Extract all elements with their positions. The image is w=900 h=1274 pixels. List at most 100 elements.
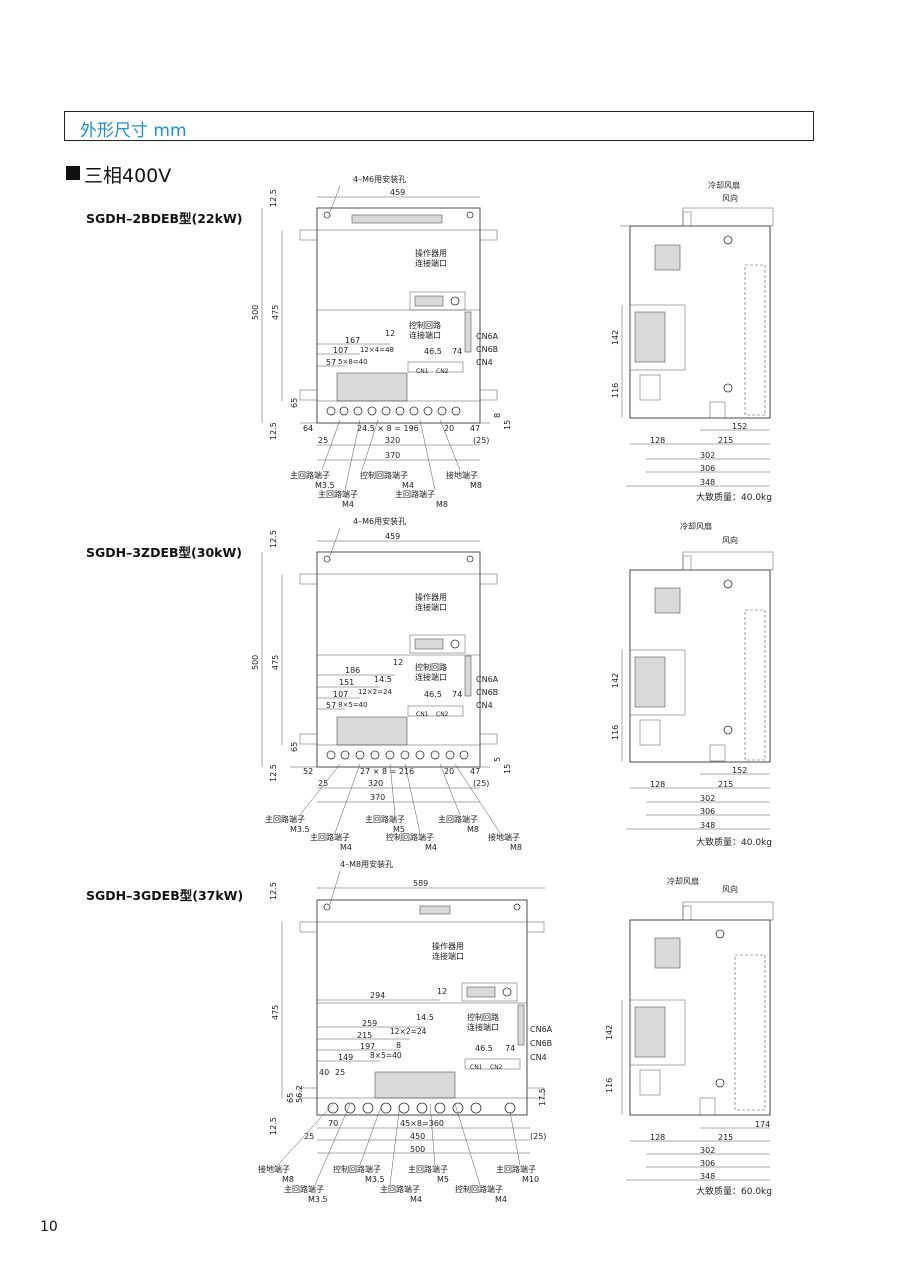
svg-text:348: 348	[700, 1172, 715, 1181]
svg-text:主回路端子: 主回路端子	[318, 489, 358, 499]
svg-text:冷却风扇: 冷却风扇	[680, 521, 712, 531]
svg-text:197: 197	[360, 1042, 375, 1051]
section-title: 三相400V	[84, 165, 172, 187]
svg-text:15: 15	[503, 420, 512, 430]
svg-text:25: 25	[318, 436, 328, 445]
svg-text:M8: M8	[282, 1175, 294, 1184]
svg-text:5: 5	[493, 757, 502, 762]
svg-text:370: 370	[385, 451, 400, 460]
svg-text:主回路端子: 主回路端子	[290, 470, 330, 480]
svg-text:CN6A: CN6A	[530, 1025, 553, 1034]
svg-text:14.5: 14.5	[416, 1013, 434, 1022]
svg-text:操作器用: 操作器用	[415, 592, 447, 602]
svg-text:控制回路端子: 控制回路端子	[360, 470, 408, 480]
svg-text:215: 215	[718, 436, 733, 445]
svg-text:大致质量：40.0kg: 大致质量：40.0kg	[696, 836, 772, 848]
svg-text:CN6A: CN6A	[476, 675, 499, 684]
svg-text:M4: M4	[402, 481, 414, 490]
svg-text:152: 152	[732, 422, 747, 431]
svg-text:45×8=360: 45×8=360	[400, 1119, 444, 1128]
svg-text:CN4: CN4	[476, 701, 493, 710]
svg-text:215: 215	[357, 1031, 372, 1040]
svg-text:74: 74	[452, 347, 462, 356]
svg-text:128: 128	[650, 780, 665, 789]
svg-text:302: 302	[700, 794, 715, 803]
front-view-2: 459 4–M6用安装孔 500 475 12.5 65 12.5 操作器用 连…	[251, 516, 522, 852]
svg-text:(25): (25)	[473, 436, 489, 445]
svg-text:主回路端子: 主回路端子	[265, 814, 305, 824]
svg-text:控制回路端子: 控制回路端子	[386, 832, 434, 842]
svg-text:CN2: CN2	[490, 1064, 503, 1071]
svg-text:57: 57	[326, 358, 336, 367]
svg-text:24.5 × 8 = 196: 24.5 × 8 = 196	[357, 424, 419, 433]
svg-text:12×4=48: 12×4=48	[360, 346, 394, 354]
svg-text:CN1: CN1	[470, 1064, 483, 1071]
svg-text:459: 459	[390, 188, 405, 197]
svg-text:4–M8用安装孔: 4–M8用安装孔	[340, 859, 393, 869]
svg-text:589: 589	[413, 879, 428, 888]
svg-text:操作器用: 操作器用	[415, 248, 447, 258]
svg-text:主回路端子: 主回路端子	[395, 489, 435, 499]
svg-text:294: 294	[370, 991, 385, 1000]
svg-text:57: 57	[326, 701, 336, 710]
svg-text:12: 12	[437, 987, 447, 996]
svg-text:CN6B: CN6B	[530, 1039, 552, 1048]
svg-text:M3.5: M3.5	[290, 825, 310, 834]
svg-text:12: 12	[385, 329, 395, 338]
svg-text:控制回路: 控制回路	[467, 1012, 499, 1022]
svg-text:主回路端子: 主回路端子	[284, 1184, 324, 1194]
svg-text:14.5: 14.5	[374, 675, 392, 684]
svg-text:12.5: 12.5	[269, 422, 278, 440]
svg-text:控制回路端子: 控制回路端子	[333, 1164, 381, 1174]
svg-text:M3.5: M3.5	[315, 481, 335, 490]
svg-text:12×2=24: 12×2=24	[358, 688, 393, 696]
svg-text:CN4: CN4	[530, 1053, 547, 1062]
page-number: 10	[40, 1219, 58, 1235]
svg-text:CN4: CN4	[476, 358, 493, 367]
svg-text:12: 12	[393, 658, 403, 667]
svg-text:186: 186	[345, 666, 360, 675]
svg-text:20: 20	[444, 424, 454, 433]
svg-text:56.2: 56.2	[295, 1085, 304, 1103]
svg-text:370: 370	[370, 793, 385, 802]
svg-text:320: 320	[368, 779, 383, 788]
svg-text:连接端口: 连接端口	[467, 1022, 499, 1032]
svg-text:302: 302	[700, 1146, 715, 1155]
svg-text:46.5: 46.5	[424, 690, 442, 699]
svg-text:47: 47	[470, 767, 480, 776]
svg-text:M4: M4	[410, 1195, 422, 1204]
svg-text:M4: M4	[342, 500, 354, 509]
svg-text:主回路端子: 主回路端子	[365, 814, 405, 824]
svg-text:主回路端子: 主回路端子	[310, 832, 350, 842]
svg-text:主回路端子: 主回路端子	[438, 814, 478, 824]
svg-text:大致质量：60.0kg: 大致质量：60.0kg	[696, 1185, 772, 1197]
svg-text:64: 64	[303, 424, 313, 433]
svg-text:大致质量：40.0kg: 大致质量：40.0kg	[696, 491, 772, 503]
svg-text:47: 47	[470, 424, 480, 433]
svg-text:(25): (25)	[473, 779, 489, 788]
svg-text:40: 40	[319, 1068, 329, 1077]
svg-text:CN6A: CN6A	[476, 332, 499, 341]
model-name-2: SGDH–3ZDEB型(30kW)	[86, 545, 242, 560]
svg-text:25: 25	[304, 1132, 314, 1141]
svg-text:149: 149	[338, 1053, 353, 1062]
svg-text:连接端口: 连接端口	[432, 951, 464, 961]
svg-text:M8: M8	[467, 825, 479, 834]
svg-text:306: 306	[700, 1159, 715, 1168]
svg-text:CN1: CN1	[416, 368, 429, 375]
svg-text:65: 65	[290, 742, 299, 752]
svg-text:116: 116	[611, 725, 620, 740]
svg-text:接地端子: 接地端子	[488, 832, 520, 842]
svg-text:74: 74	[452, 690, 462, 699]
side-view-2: 冷却风扇 风向 142 116 152 128 215 302 306 348 …	[611, 521, 774, 848]
svg-text:M10: M10	[522, 1175, 539, 1184]
svg-text:风向: 风向	[722, 884, 738, 894]
svg-text:20: 20	[444, 767, 454, 776]
svg-text:连接端口: 连接端口	[415, 602, 447, 612]
model-name-3: SGDH–3GDEB型(37kW)	[86, 888, 244, 903]
svg-text:冷却风扇: 冷却风扇	[667, 876, 699, 886]
svg-text:CN6B: CN6B	[476, 688, 498, 697]
svg-text:CN6B: CN6B	[476, 345, 498, 354]
svg-text:215: 215	[718, 780, 733, 789]
svg-text:操作器用: 操作器用	[432, 941, 464, 951]
